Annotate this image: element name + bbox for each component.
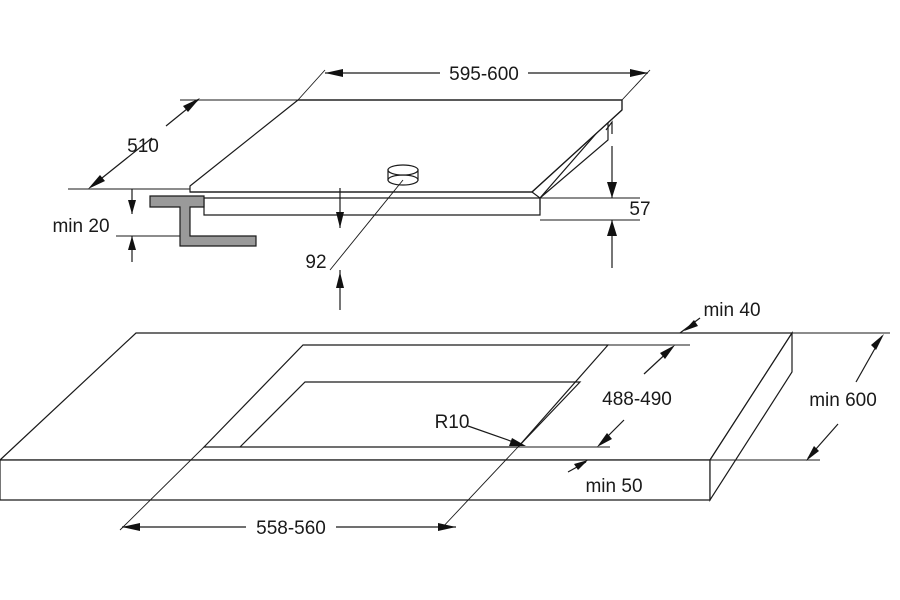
worktop-profile (149, 195, 257, 247)
label-cutout-depth: 488-490 (602, 389, 672, 410)
hob-housing (203, 118, 609, 216)
dim-worktop-depth: min 600 (806, 334, 884, 461)
label-front-gap: min 40 (703, 300, 760, 321)
hob-drawing (149, 99, 623, 247)
dim-cutout-depth: 488-490 (597, 345, 675, 447)
hob-extension-lines (68, 69, 651, 271)
dim-front-gap: min 40 (679, 300, 761, 334)
dim-hob-height: 57 (607, 146, 651, 268)
label-clearance: 92 (305, 252, 326, 273)
dim-clearance: 92 (305, 188, 344, 310)
label-hob-height: 57 (629, 199, 650, 220)
hob-connector-icon (387, 164, 419, 186)
dim-rear-gap: min 50 (567, 460, 643, 497)
worktop-side-face (709, 330, 793, 503)
label-min-worktop: min 20 (52, 216, 109, 237)
dim-min-worktop-thickness: min 20 (52, 189, 136, 262)
dim-cutout-width: 558-560 (122, 518, 456, 539)
dim-width-hob: 595-600 (325, 64, 648, 85)
label-corner-radius: R10 (435, 412, 470, 433)
worktop-extension-lines (119, 332, 890, 531)
dim-corner-radius: R10 (435, 412, 526, 446)
cutout-inner-edge (239, 381, 582, 448)
dim-depth-hob: 510 (88, 98, 200, 189)
label-rear-gap: min 50 (585, 476, 642, 497)
label-hob-width: 595-600 (449, 64, 519, 85)
label-worktop-depth: min 600 (809, 390, 877, 411)
worktop-drawing (0, 330, 794, 503)
label-cutout-width: 558-560 (256, 518, 326, 539)
label-hob-depth: 510 (127, 136, 159, 157)
